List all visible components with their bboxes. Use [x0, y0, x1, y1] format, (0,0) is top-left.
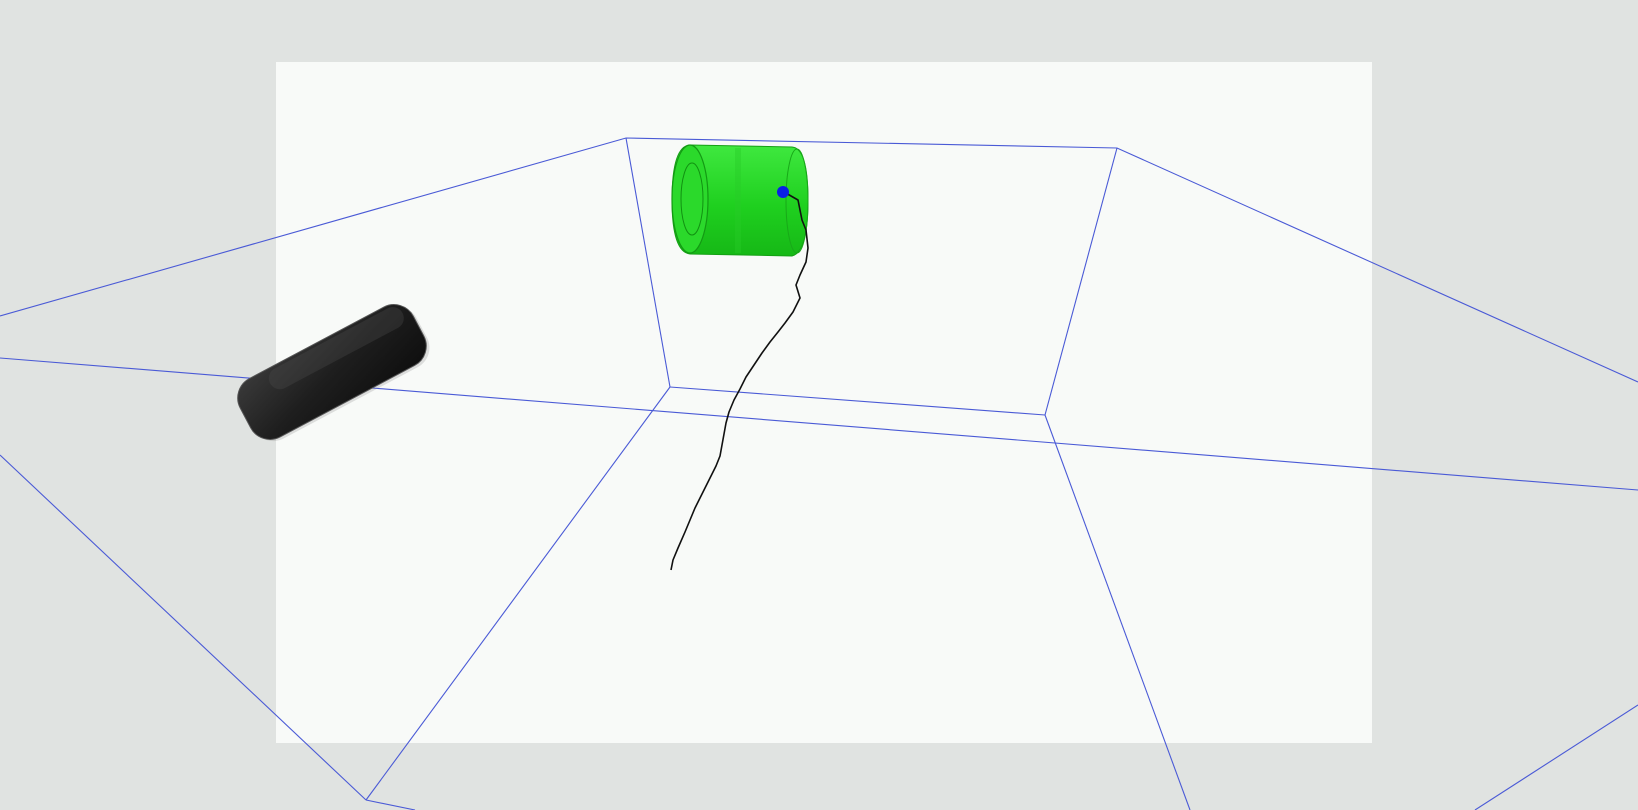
dark-block-highlight [268, 307, 404, 390]
dark-block-body [237, 304, 427, 440]
tracking-marker[interactable] [777, 186, 789, 198]
dark-block[interactable] [230, 296, 437, 450]
trajectory [670, 191, 809, 571]
wire-edge [1044, 147, 1118, 416]
wire-edge [1044, 414, 1191, 810]
wire-edge [0, 137, 1638, 383]
cylinder-left-cap-inner [680, 162, 704, 236]
green-cylinder[interactable] [671, 144, 809, 257]
wire-edge [625, 137, 671, 388]
wire-edge [669, 386, 1046, 416]
wire-edge [1474, 704, 1638, 810]
wire-edge [365, 799, 416, 810]
wire-edge [365, 386, 671, 801]
render-panel [276, 62, 1372, 743]
wire-edge [0, 454, 367, 801]
cylinder-right-cap [785, 148, 809, 254]
